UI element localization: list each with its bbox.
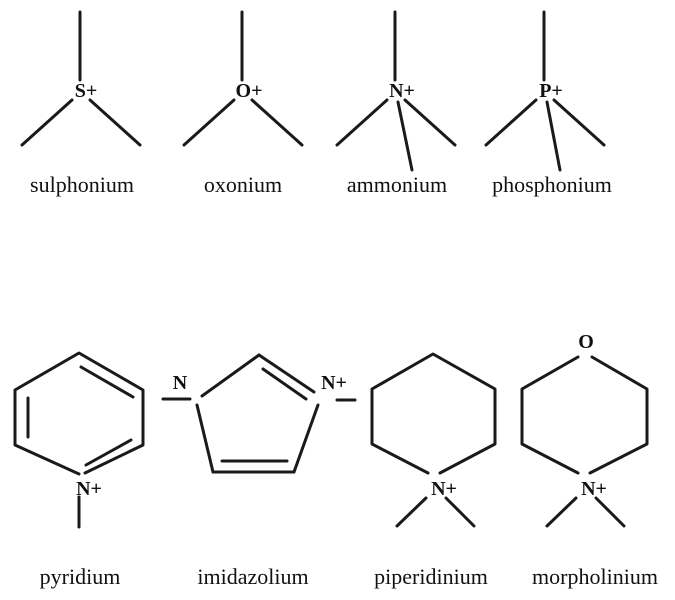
morpholinium-o-label: O [578,331,594,353]
bond [335,98,389,147]
bond [403,98,457,147]
pyridium-caption: pyridium [40,564,121,589]
bond [444,496,476,528]
phosphonium-structure: P+ phosphonium [484,10,612,197]
bond [396,100,414,172]
piperidinium-caption: piperidinium [374,564,488,589]
morpholinium-structure: O N+ morpholinium [520,331,658,589]
oxonium-structure: O+ oxonium [182,10,304,197]
oxonium-caption: oxonium [204,172,282,197]
morpholinium-ring-right [588,355,649,475]
pyridium-structure: N+ pyridium [13,351,145,589]
bond [552,98,606,147]
bond [200,353,261,398]
bond [257,353,316,394]
bond [20,98,74,147]
imidazolium-structure: N N+ imidazolium [161,353,357,589]
sulphonium-caption: sulphonium [30,172,134,197]
double-bond [79,365,135,399]
bond [484,98,538,147]
double-bond [261,367,308,401]
bond [545,100,562,172]
piperidinium-ring [370,352,497,475]
bond [594,496,626,528]
morpholinium-ring-left [520,355,580,475]
bond [195,403,215,474]
imidazolium-n-label: N [173,372,188,394]
oxonium-atom-label: O+ [236,80,263,102]
phosphonium-caption: phosphonium [492,172,612,197]
double-bond [84,438,133,467]
imidazolium-n-plus-label: N+ [321,372,347,394]
ammonium-atom-label: N+ [389,80,415,102]
pyridium-atom-label: N+ [76,478,102,500]
ammonium-structure: N+ ammonium [335,10,457,197]
piperidinium-structure: N+ piperidinium [370,352,497,589]
bond [250,98,304,147]
sulphonium-structure: S+ sulphonium [20,10,142,197]
morpholinium-atom-label: N+ [581,478,607,500]
bond [88,98,142,147]
bond [182,98,236,147]
piperidinium-atom-label: N+ [431,478,457,500]
ammonium-caption: ammonium [347,172,447,197]
bond [395,496,428,528]
imidazolium-caption: imidazolium [197,564,308,589]
bond [292,403,320,474]
sulphonium-atom-label: S+ [75,80,98,102]
bond [545,496,578,528]
morpholinium-caption: morpholinium [532,564,658,589]
pyridium-ring [13,351,145,476]
phosphonium-atom-label: P+ [539,80,563,102]
